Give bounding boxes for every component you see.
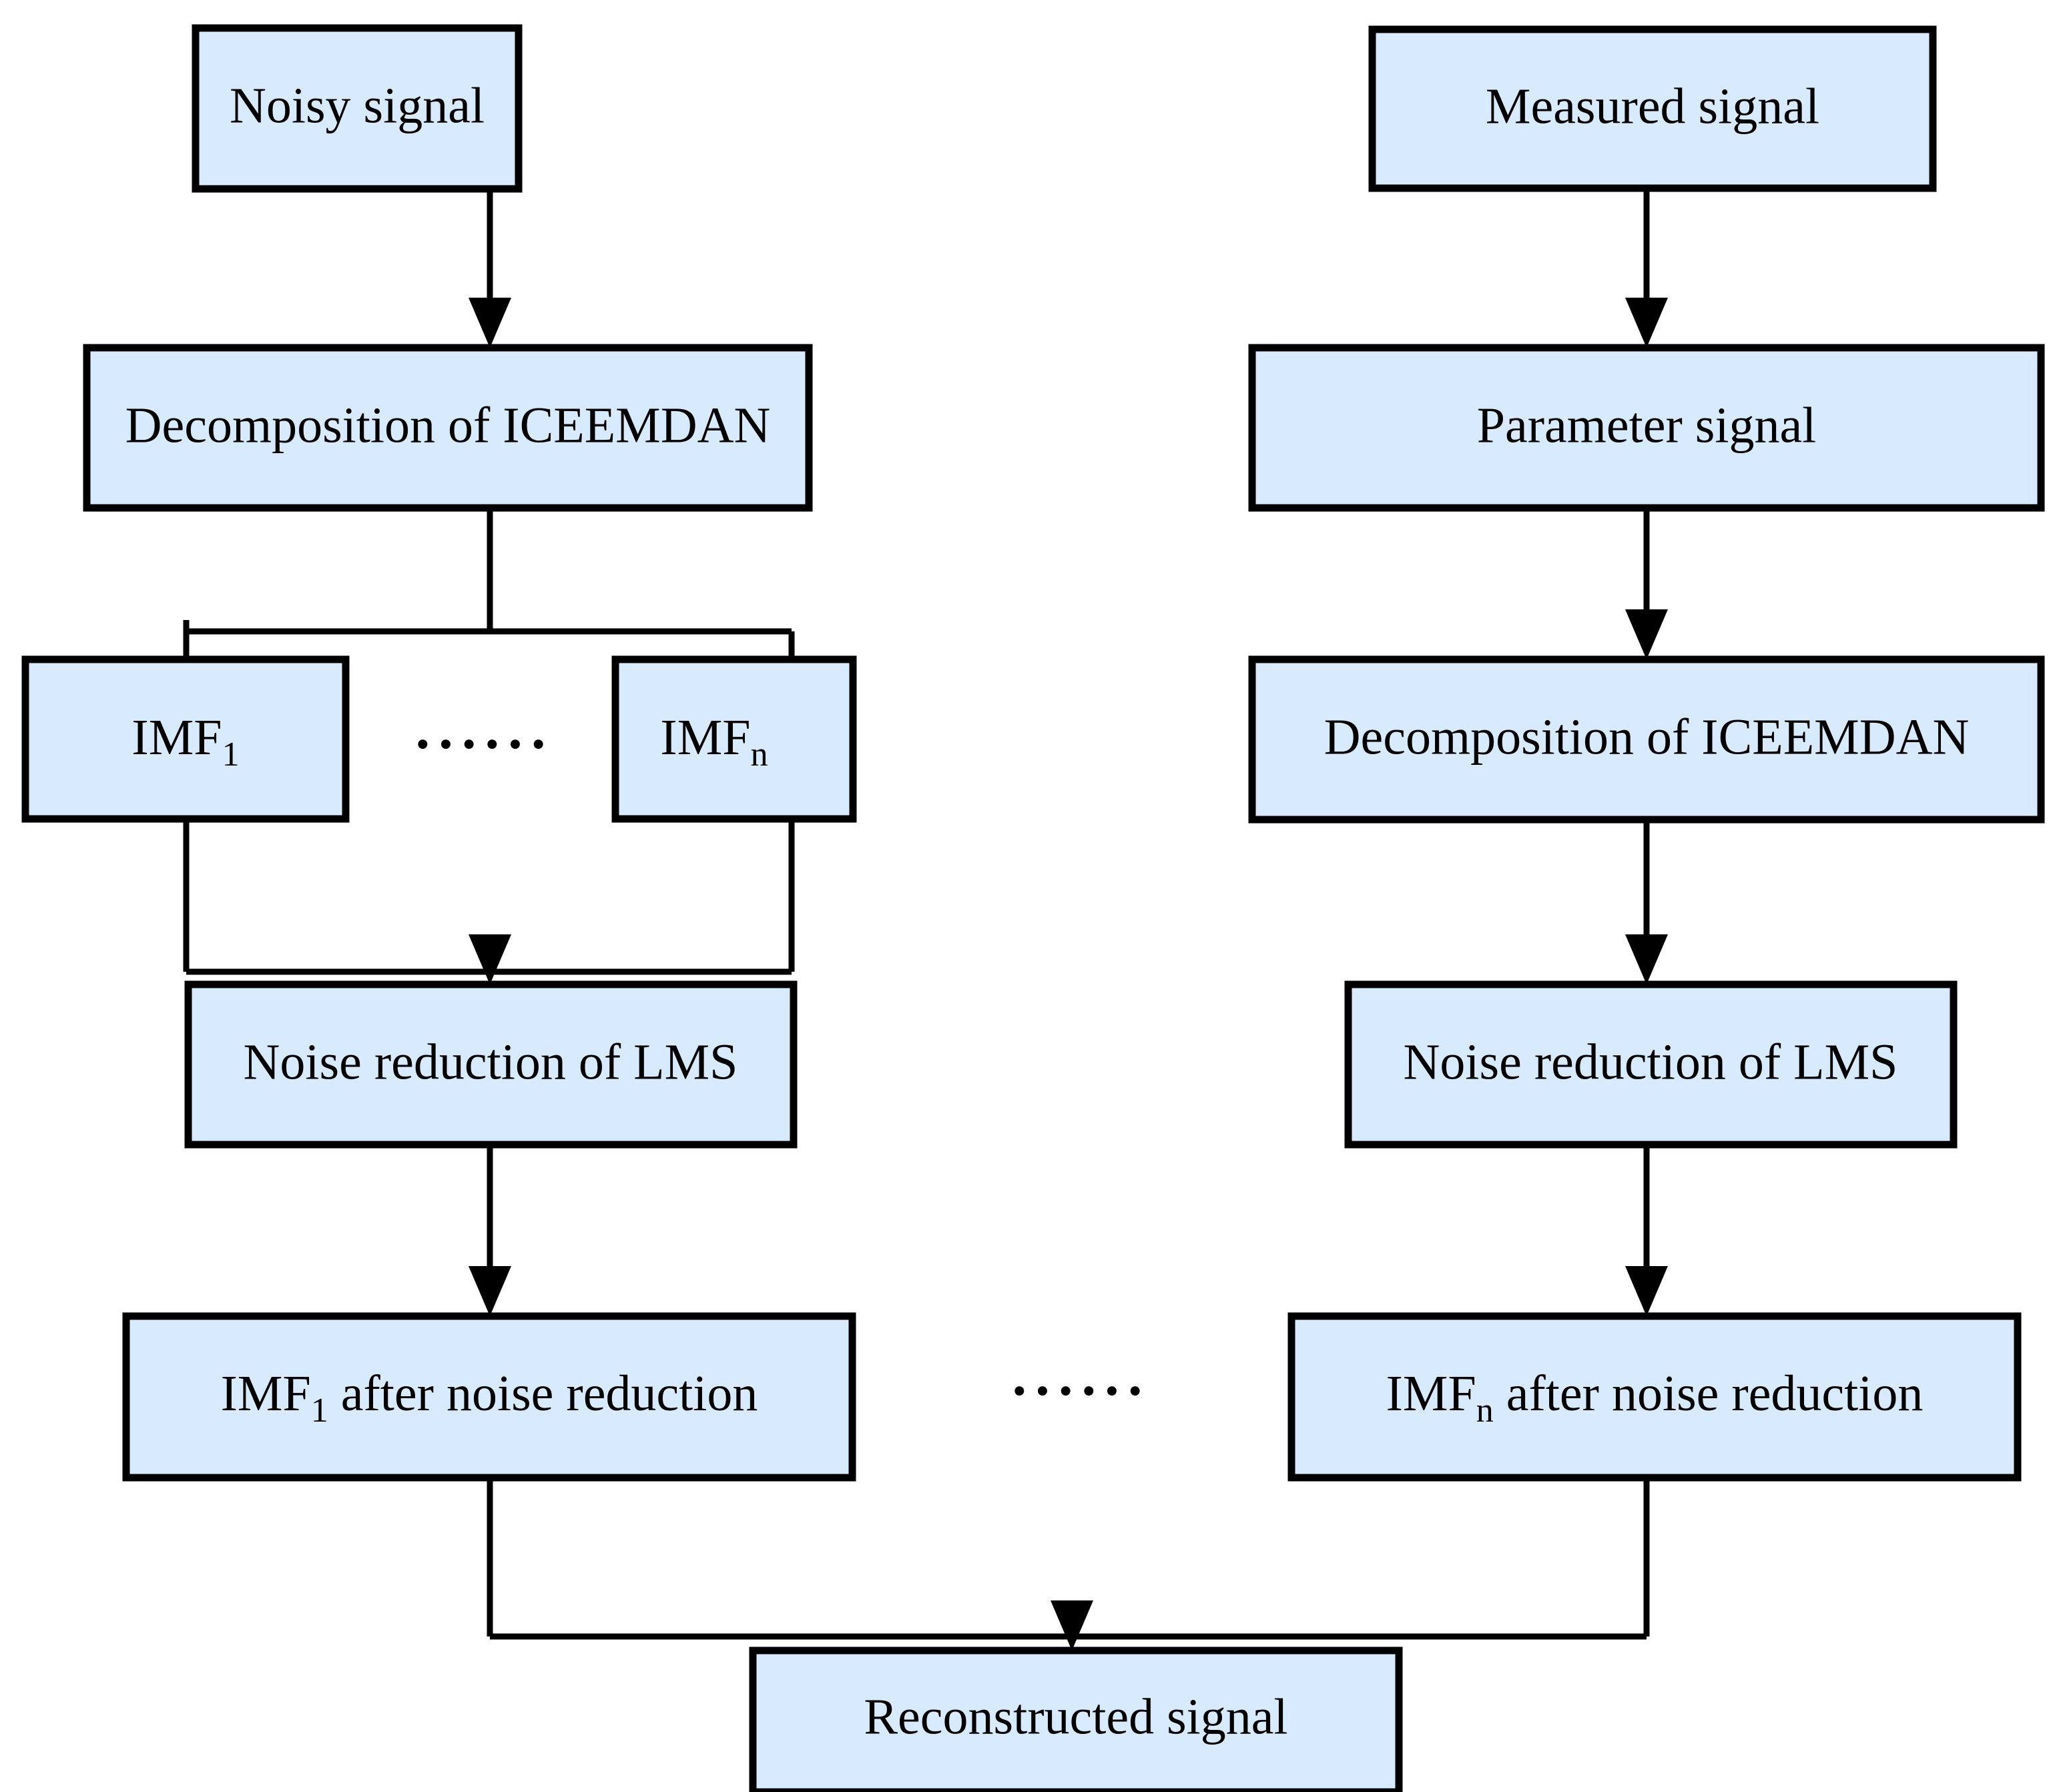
node-measured-signal-box[interactable] — [1368, 25, 1937, 192]
edge-right-decomposition-to-right-lms — [1625, 820, 1668, 984]
node-imf-1-label: IMF1 — [131, 709, 239, 774]
edge-imf-merge-to-left-lms — [183, 819, 795, 984]
node-right-decomposition-label: Decomposition of ICEEMDAN — [1324, 709, 1970, 765]
node-right-lms-box[interactable] — [1344, 980, 1958, 1149]
edge-left-lms-to-imf-1-denoised — [469, 1145, 511, 1316]
node-reconstructed-signal[interactable]: Reconstructed signal — [749, 1647, 1403, 1792]
node-imf-n-denoised-box[interactable] — [1287, 1312, 2022, 1482]
node-imf-1-box[interactable] — [21, 655, 350, 823]
node-left-lms[interactable]: Noise reduction of LMS — [184, 980, 798, 1149]
ellipsis-denoised-row: ······ — [1010, 1359, 1149, 1423]
node-imf-1-denoised-box[interactable] — [122, 1312, 856, 1482]
node-imf-1-denoised[interactable]: IMF1 after noise reduction — [122, 1312, 856, 1482]
node-parameter-signal-label: Parameter signal — [1477, 397, 1817, 453]
node-parameter-signal[interactable]: Parameter signal — [1248, 344, 2045, 512]
edge-noisy-to-left-decomposition — [469, 189, 511, 348]
node-noisy-signal[interactable]: Noisy signal — [192, 24, 523, 193]
node-imf-1-denoised-label: IMF1 after noise reduction — [221, 1366, 758, 1430]
node-right-decomposition[interactable]: Decomposition of ICEEMDAN — [1248, 655, 2045, 824]
node-right-lms[interactable]: Noise reduction of LMS — [1344, 980, 1958, 1149]
edge-right-lms-to-imf-n-denoised — [1625, 1145, 1668, 1316]
node-noisy-signal-box[interactable] — [192, 24, 523, 193]
node-reconstructed-signal-label: Reconstructed signal — [864, 1689, 1287, 1745]
node-imf-1[interactable]: IMF1 — [21, 655, 350, 823]
node-left-decomposition-box[interactable] — [83, 344, 813, 512]
node-left-lms-label: Noise reduction of LMS — [244, 1034, 738, 1090]
node-left-decomposition[interactable]: Decomposition of ICEEMDAN — [83, 344, 813, 512]
node-measured-signal[interactable]: Measured signal — [1368, 25, 1937, 192]
edge-denoised-merge-to-reconstructed — [487, 1478, 1650, 1651]
node-imf-n-label: IMFn — [660, 709, 768, 774]
node-imf-n-box[interactable] — [611, 655, 857, 823]
edge-parameter-to-right-decomposition — [1625, 508, 1668, 659]
node-imf-n-denoised[interactable]: IMFn after noise reduction — [1287, 1312, 2022, 1482]
node-measured-signal-label: Measured signal — [1486, 78, 1819, 134]
node-right-lms-label: Noise reduction of LMS — [1404, 1034, 1898, 1090]
node-noisy-signal-label: Noisy signal — [230, 77, 485, 133]
edge-measured-to-parameter — [1625, 188, 1668, 348]
node-parameter-signal-box[interactable] — [1248, 344, 2045, 512]
node-left-lms-box[interactable] — [184, 980, 798, 1149]
node-right-decomposition-box[interactable] — [1248, 655, 2045, 824]
node-imf-n-denoised-label: IMFn after noise reduction — [1386, 1366, 1924, 1430]
node-left-decomposition-label: Decomposition of ICEEMDAN — [125, 397, 771, 453]
node-imf-n[interactable]: IMFn — [611, 655, 857, 823]
ellipsis-imf-row: ······ — [413, 712, 552, 776]
node-reconstructed-signal-box[interactable] — [749, 1647, 1403, 1792]
